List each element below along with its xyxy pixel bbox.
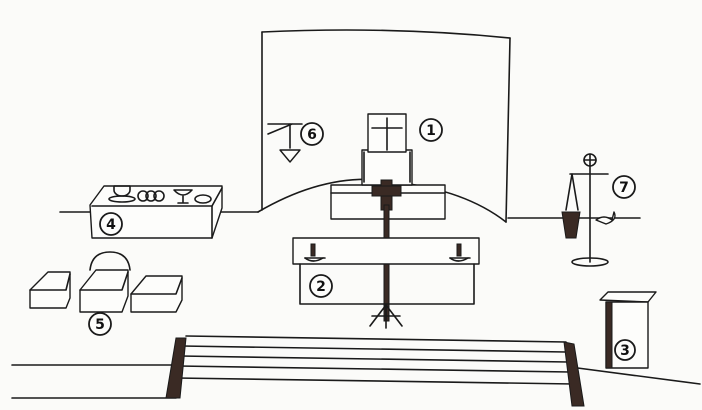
label-7-text: 7 [619,180,629,196]
seating [30,252,182,312]
label-5-text: 5 [95,317,105,333]
label-4-text: 4 [106,217,116,233]
label-2-text: 2 [316,279,326,295]
label-6-text: 6 [307,127,317,143]
label-1-text: 1 [426,123,436,139]
label-5: 5 [89,313,111,335]
label-4: 4 [100,213,122,235]
thurible-stand [562,154,615,266]
bell-stand [268,124,302,162]
label-3-text: 3 [620,343,630,359]
label-1: 1 [420,119,442,141]
label-2: 2 [310,275,332,297]
label-6: 6 [301,123,323,145]
label-3: 3 [615,340,635,360]
sanctuary-steps [166,336,584,406]
label-7: 7 [613,176,635,198]
